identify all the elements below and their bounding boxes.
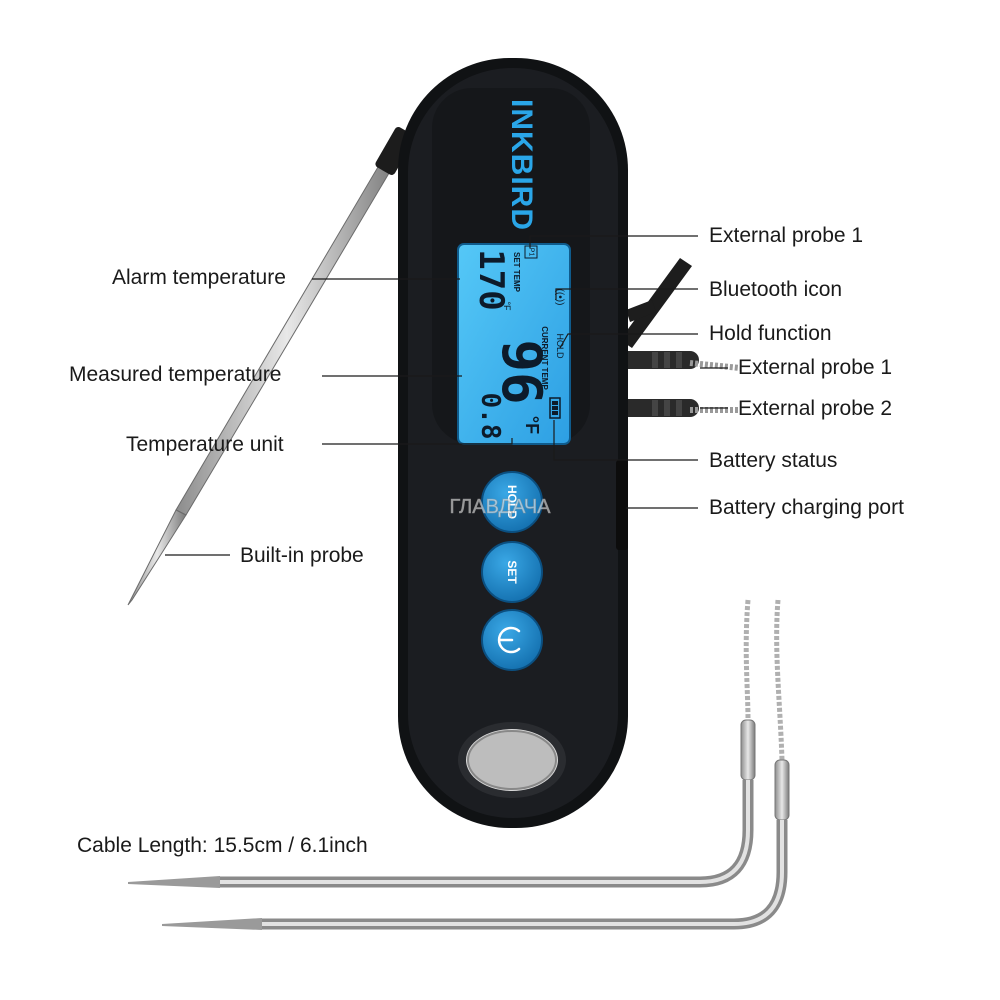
lcd-current-value: 96 [490, 339, 553, 404]
callout-built-in-probe: Built-in probe [240, 544, 364, 567]
bluetooth-icon: ((•)) [554, 289, 565, 306]
lcd-current-label: CURRENT TEMP [540, 326, 549, 390]
lcd-hold-label: HOLD [555, 333, 565, 359]
lcd-current-unit: °F [522, 416, 542, 434]
callout-temperature-unit: Temperature unit [126, 433, 284, 456]
callout-measured-temperature: Measured temperature [69, 363, 282, 386]
callout-external-probe-1: External probe 1 [738, 356, 893, 379]
callout-battery-charging-port: Battery charging port [709, 496, 904, 519]
lcd-alarm-unit: °F [502, 301, 512, 311]
battery-icon [549, 397, 561, 419]
lcd-screen: 170 °F SET TEMP P1 ((•)) HOLD 96 0.8 °F … [457, 243, 571, 445]
power-icon [497, 626, 521, 654]
lcd-current-decimal: 0.8 [475, 393, 505, 440]
set-button-label: SET [505, 560, 519, 584]
set-button[interactable]: SET [481, 541, 543, 603]
callout-external-probe-2: External probe 2 [738, 397, 893, 420]
external-probe-plugs [611, 258, 741, 417]
brand-logo: INKBIRD [505, 99, 538, 231]
external-probe-cables [740, 599, 790, 821]
callout-external-probe-1-top: External probe 1 [709, 224, 864, 247]
cable-length-note: Cable Length: 15.5cm / 6.1inch [77, 834, 368, 857]
callout-alarm-temperature: Alarm temperature [112, 266, 286, 289]
hold-button-label: HOLD [505, 485, 519, 519]
watermark: ГЛАВДАЧА [449, 496, 551, 518]
svg-text:((•)): ((•)) [554, 289, 565, 306]
power-button[interactable] [481, 609, 543, 671]
callout-bluetooth-icon: Bluetooth icon [709, 278, 843, 301]
external-probe-rod-2 [162, 820, 788, 930]
external-probe-rod-1 [128, 780, 754, 888]
lcd-set-label: SET TEMP [512, 252, 521, 293]
lcd-probe-tag-text: P1 [528, 248, 535, 257]
callout-battery-status: Battery status [709, 449, 838, 472]
hold-button[interactable]: HOLD [481, 471, 543, 533]
callout-hold-function: Hold function [709, 322, 832, 345]
lcd-probe-tag [524, 245, 538, 259]
callout-lines [165, 235, 728, 556]
lcd-alarm-value: 170 [471, 249, 511, 310]
